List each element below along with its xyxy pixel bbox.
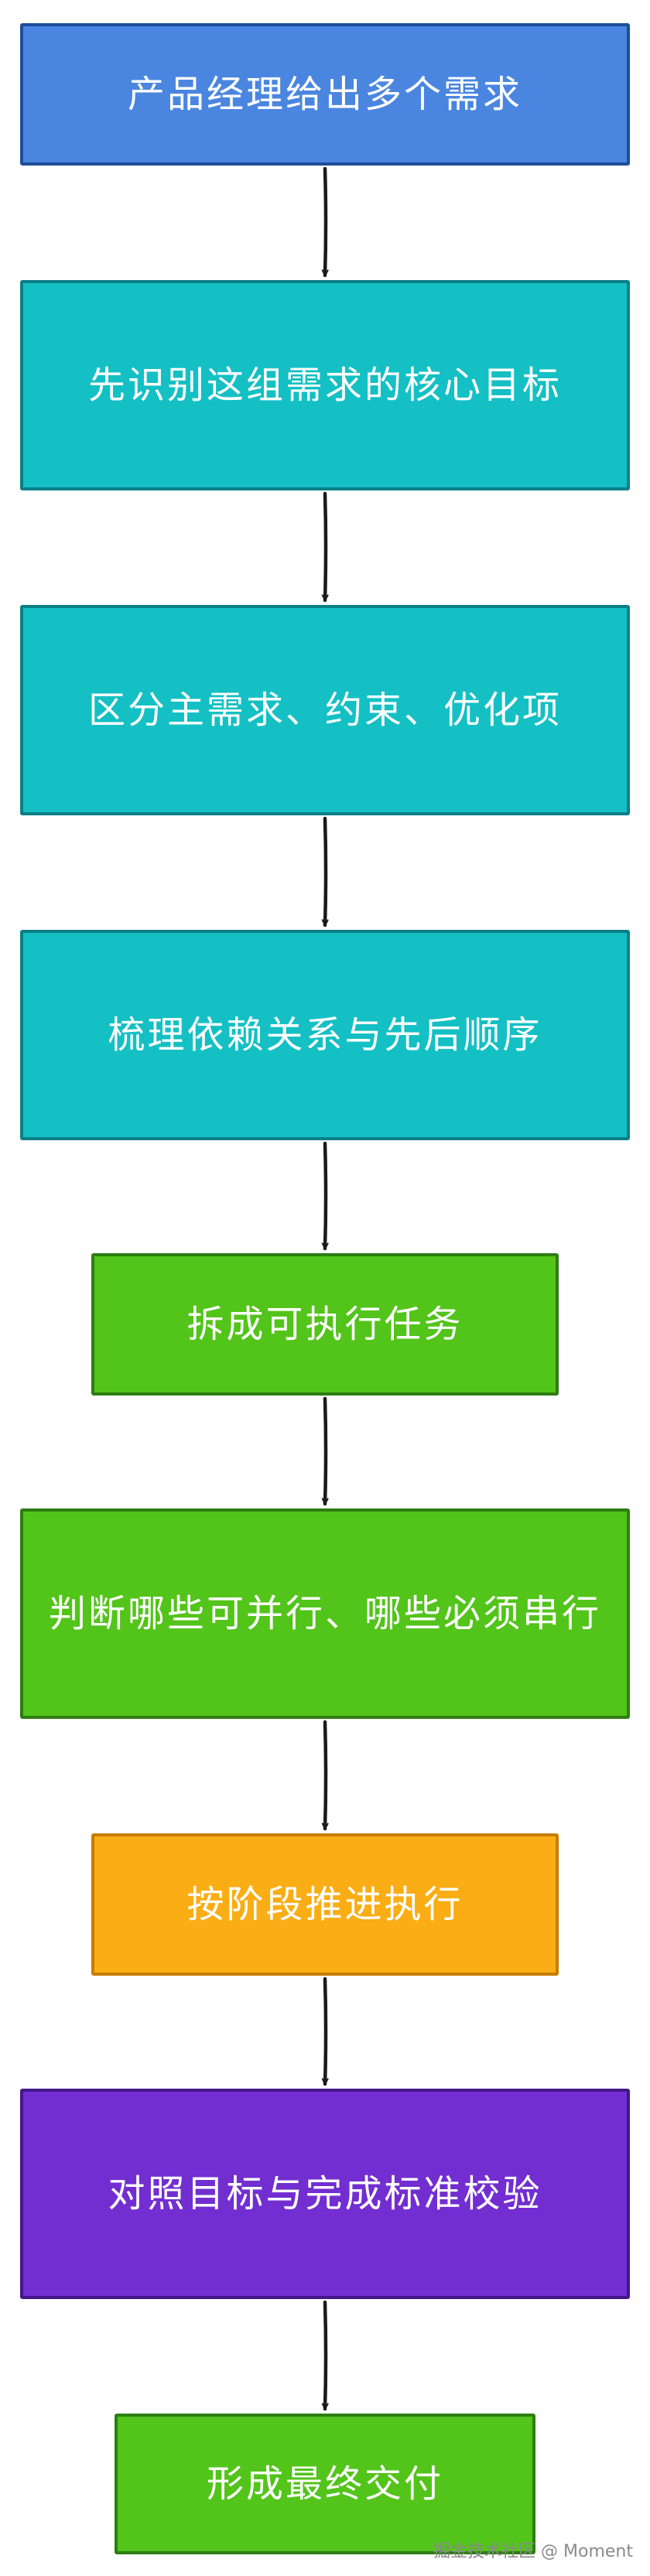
step-6-label: 判断哪些可并行、哪些必须串行	[48, 1592, 601, 1635]
arrow-3-to-4	[321, 816, 329, 928]
arrow-7-to-8	[321, 1976, 329, 2086]
step-5-label: 拆成可执行任务	[186, 1303, 464, 1346]
step-8-label: 对照目标与完成标准校验	[108, 2172, 542, 2216]
step-1-label: 产品经理给出多个需求	[127, 73, 522, 116]
arrow-5-to-6	[321, 1396, 329, 1506]
arrow-4-to-5	[321, 1141, 329, 1251]
step-2-label: 先识别这组需求的核心目标	[87, 364, 562, 407]
step-3-node: 区分主需求、约束、优化项	[20, 605, 630, 815]
step-4-label: 梳理依赖关系与先后顺序	[108, 1013, 542, 1057]
step-5-node: 拆成可执行任务	[91, 1253, 559, 1396]
step-4-node: 梳理依赖关系与先后顺序	[20, 930, 630, 1140]
step-9-node: 形成最终交付	[115, 2414, 535, 2554]
arrow-1-to-2	[321, 166, 329, 278]
step-6-node: 判断哪些可并行、哪些必须串行	[20, 1508, 630, 1719]
watermark: 掘金技术社区 @ Moment	[433, 2542, 633, 2561]
arrow-6-to-7	[321, 1720, 329, 1831]
step-3-label: 区分主需求、约束、优化项	[87, 688, 562, 732]
step-7-node: 按阶段推进执行	[91, 1833, 559, 1976]
step-1-node: 产品经理给出多个需求	[20, 23, 630, 166]
arrow-8-to-9	[321, 2300, 329, 2411]
step-9-label: 形成最终交付	[206, 2462, 443, 2506]
step-7-label: 按阶段推进执行	[186, 1883, 464, 1926]
step-8-node: 对照目标与完成标准校验	[20, 2089, 630, 2299]
step-2-node: 先识别这组需求的核心目标	[20, 280, 630, 490]
arrow-2-to-3	[321, 491, 329, 603]
